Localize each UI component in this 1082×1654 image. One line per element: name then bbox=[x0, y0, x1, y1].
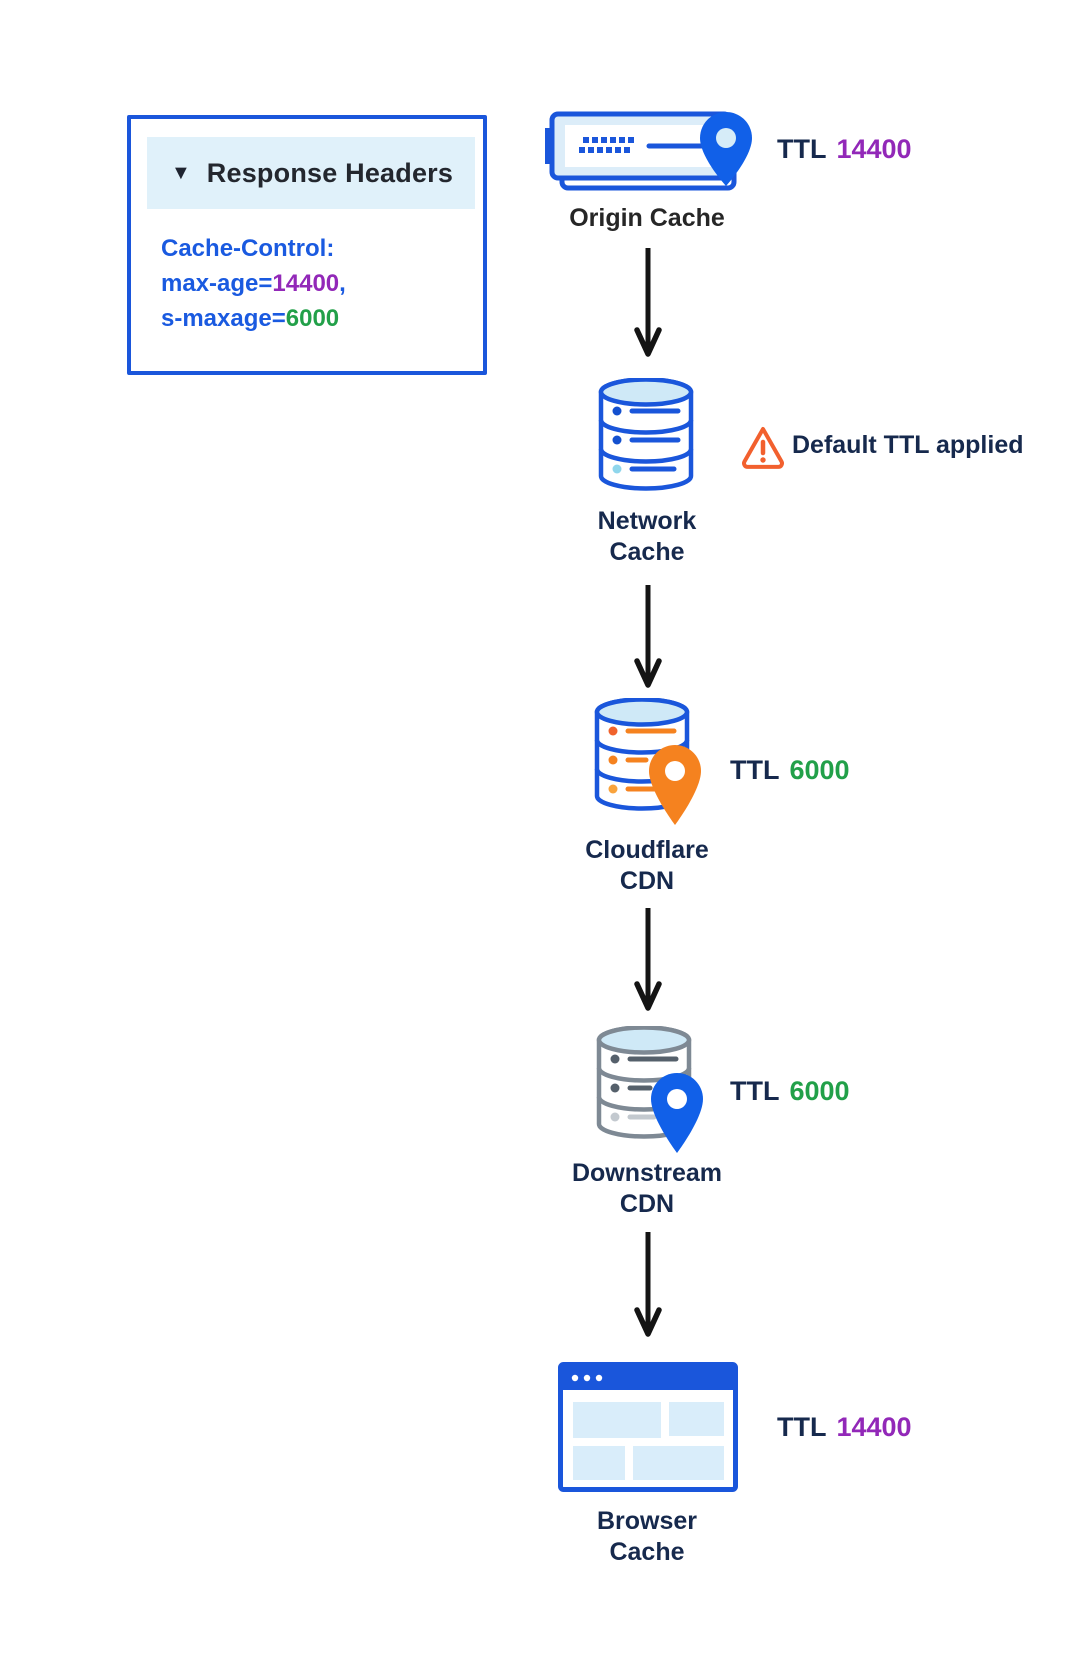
panel-title: Response Headers bbox=[206, 157, 454, 188]
location-pin-icon bbox=[700, 112, 752, 186]
cache-control-line: Cache-Control: bbox=[161, 235, 335, 262]
downstream-ttl-value: 6000 bbox=[789, 1076, 850, 1106]
default-ttl-annotation: Default TTL applied bbox=[792, 431, 1024, 459]
network-cache-label: Network Cache bbox=[597, 507, 697, 566]
location-pin-icon bbox=[651, 1073, 703, 1153]
s-maxage-line: s-maxage=6000 bbox=[161, 305, 340, 332]
origin-cache-server-icon bbox=[545, 111, 752, 191]
s-maxage-value: 6000 bbox=[285, 305, 340, 332]
cloudflare-cdn-label: Cloudflare CDN bbox=[585, 836, 709, 895]
downstream-cdn-label: Downstream CDN bbox=[571, 1159, 723, 1218]
cache-control-code: Cache-Control: max-age=14400, s-maxage=6… bbox=[161, 231, 346, 336]
server-dot-pattern bbox=[579, 137, 634, 153]
downstream-cdn-database-icon bbox=[596, 1026, 703, 1153]
origin-cache-label: Origin Cache bbox=[569, 204, 725, 232]
flow-arrow-down-icon bbox=[634, 1232, 662, 1337]
collapse-caret-icon: ▼ bbox=[171, 162, 191, 184]
flow-arrow-down-icon bbox=[634, 585, 662, 688]
browser-content-blocks bbox=[573, 1402, 724, 1480]
location-pin-icon bbox=[649, 745, 701, 825]
max-age-line: max-age=14400, bbox=[161, 270, 346, 297]
max-age-value: 14400 bbox=[272, 270, 340, 297]
warning-icon bbox=[742, 427, 784, 469]
flow-arrow-down-icon bbox=[634, 908, 662, 1011]
network-cache-database-icon bbox=[598, 378, 694, 491]
browser-window-icon bbox=[558, 1362, 738, 1492]
origin-ttl-value: 14400 bbox=[836, 134, 912, 164]
browser-ttl-value: 14400 bbox=[836, 1412, 912, 1442]
response-headers-panel: ▼ Response Headers Cache-Control: max-ag… bbox=[127, 115, 487, 375]
browser-cache-label: Browser Cache bbox=[596, 1507, 698, 1566]
cloudflare-cdn-database-icon bbox=[594, 698, 701, 825]
cloudflare-ttl-value: 6000 bbox=[789, 755, 850, 785]
flow-arrow-down-icon bbox=[634, 248, 662, 357]
response-headers-toggle[interactable]: ▼ Response Headers bbox=[147, 137, 475, 209]
